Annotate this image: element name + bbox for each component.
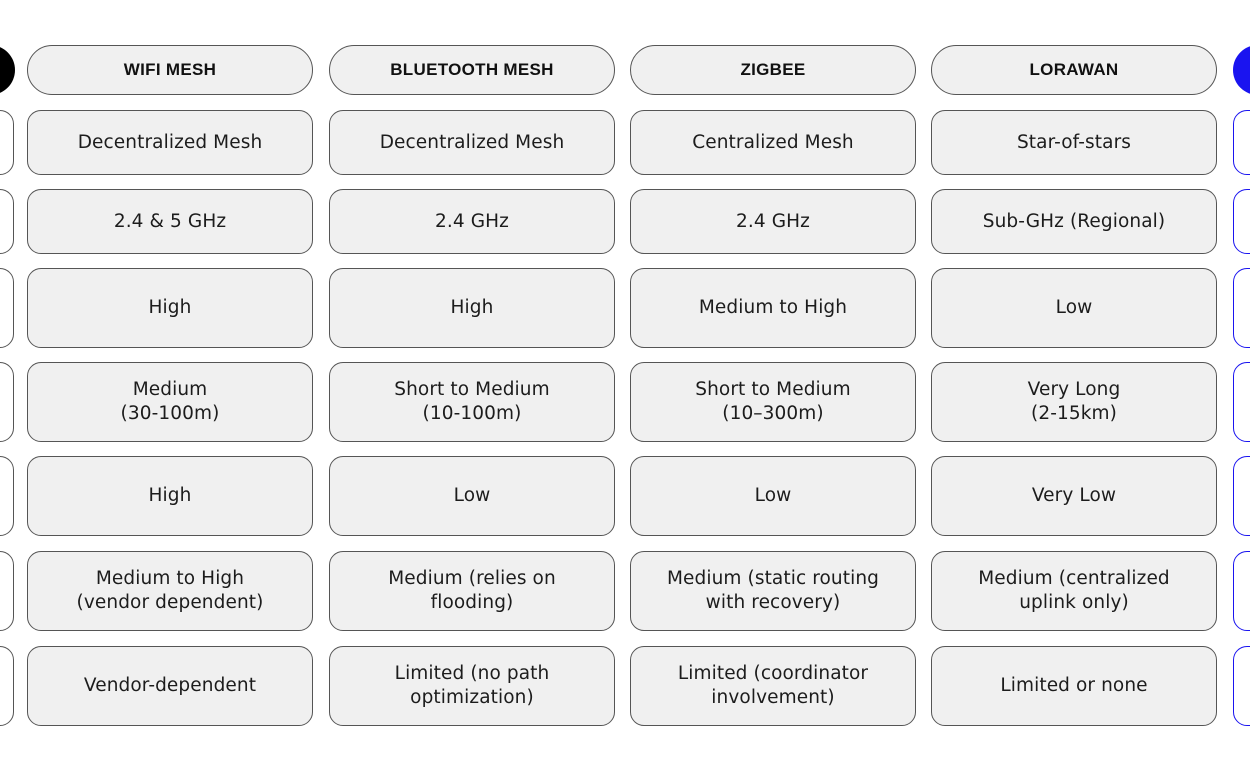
left-edge-cell (0, 189, 14, 254)
column-header-wifi-mesh: WIFI MESH (27, 45, 313, 95)
table-cell: High (329, 268, 615, 348)
right-edge-cell (1233, 456, 1250, 536)
table-cell: Medium (static routing with recovery) (630, 551, 916, 631)
right-edge-cell (1233, 551, 1250, 631)
table-cell: Decentralized Mesh (329, 110, 615, 175)
table-cell: 2.4 GHz (329, 189, 615, 254)
table-cell: Very Long (2-15km) (931, 362, 1217, 442)
left-edge-cell (0, 456, 14, 536)
right-edge-header-circle (1233, 45, 1250, 95)
table-cell: Medium to High (630, 268, 916, 348)
table-cell: High (27, 456, 313, 536)
table-cell: 2.4 & 5 GHz (27, 189, 313, 254)
column-header-bluetooth-mesh: BLUETOOTH MESH (329, 45, 615, 95)
table-cell: Limited or none (931, 646, 1217, 726)
right-edge-cell (1233, 110, 1250, 175)
left-edge-cell (0, 268, 14, 348)
table-cell: Medium (30-100m) (27, 362, 313, 442)
table-cell: High (27, 268, 313, 348)
table-cell: Low (329, 456, 615, 536)
table-cell: Very Low (931, 456, 1217, 536)
table-cell: Star-of-stars (931, 110, 1217, 175)
table-cell: Medium (centralized uplink only) (931, 551, 1217, 631)
table-cell: Short to Medium (10-100m) (329, 362, 615, 442)
left-edge-header-circle (0, 45, 15, 95)
column-header-zigbee: ZIGBEE (630, 45, 916, 95)
table-cell: Decentralized Mesh (27, 110, 313, 175)
table-cell: Centralized Mesh (630, 110, 916, 175)
table-cell: Sub-GHz (Regional) (931, 189, 1217, 254)
table-cell: Limited (coordinator involvement) (630, 646, 916, 726)
left-edge-cell (0, 646, 14, 726)
table-cell: Medium to High (vendor dependent) (27, 551, 313, 631)
column-header-lorawan: LORAWAN (931, 45, 1217, 95)
left-edge-cell (0, 362, 14, 442)
right-edge-cell (1233, 189, 1250, 254)
right-edge-cell (1233, 362, 1250, 442)
table-cell: 2.4 GHz (630, 189, 916, 254)
table-cell: Low (630, 456, 916, 536)
left-edge-cell (0, 551, 14, 631)
table-cell: Low (931, 268, 1217, 348)
left-edge-cell (0, 110, 14, 175)
table-cell: Vendor-dependent (27, 646, 313, 726)
right-edge-cell (1233, 268, 1250, 348)
table-cell: Limited (no path optimization) (329, 646, 615, 726)
right-edge-cell (1233, 646, 1250, 726)
table-cell: Short to Medium (10–300m) (630, 362, 916, 442)
table-cell: Medium (relies on flooding) (329, 551, 615, 631)
